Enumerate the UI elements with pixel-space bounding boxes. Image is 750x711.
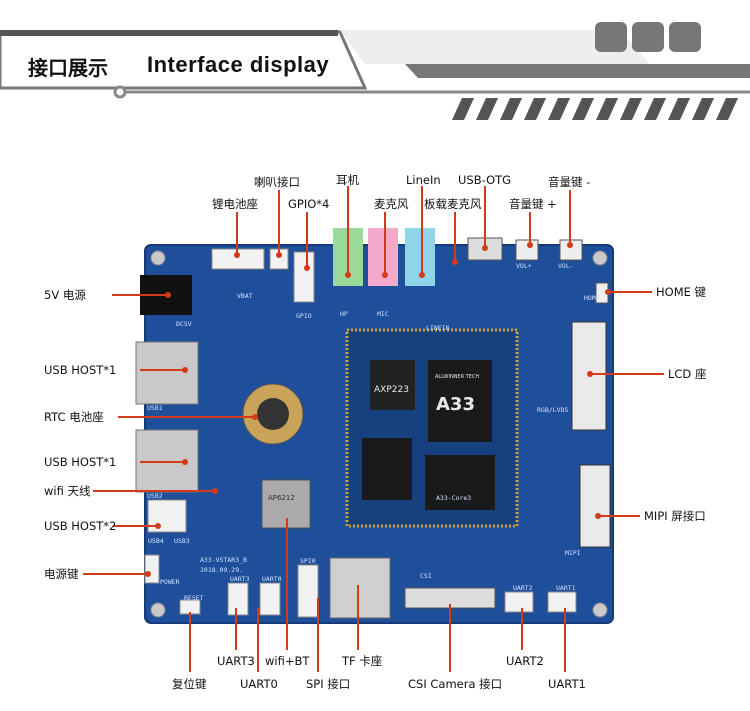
label-usb-otg: USB-OTG <box>458 173 512 187</box>
tf-card-slot <box>329 557 391 619</box>
usb-host2-connector <box>147 499 187 533</box>
silk-uart0: UART0 <box>262 575 282 583</box>
label-lcd: LCD 座 <box>668 367 707 381</box>
label-earphone: 耳机 <box>336 173 359 187</box>
uart1-connector <box>547 591 577 613</box>
label-battery: 锂电池座 <box>212 197 258 211</box>
linein-jack <box>405 228 435 286</box>
silk-date: 2018.09.29. <box>200 566 243 574</box>
silk-power: POWER <box>160 578 180 586</box>
silk-usb3: USB3 <box>174 537 190 545</box>
label-rtc: RTC 电池座 <box>44 410 104 424</box>
silk-uart2: UART2 <box>513 584 533 592</box>
label-home-key: HOME 键 <box>656 285 707 299</box>
label-gpio: GPIO*4 <box>288 197 330 211</box>
silk-dc5v: DC5V <box>176 320 192 328</box>
label-usb-host-1a: USB HOST*1 <box>44 363 117 377</box>
label-usb-host-1b: USB HOST*1 <box>44 455 117 469</box>
label-mic: 麦克风 <box>374 197 409 211</box>
chip-axp223: AXP223 <box>374 385 409 395</box>
page-title-en: Interface display <box>147 52 330 77</box>
mipi-connector <box>579 464 611 548</box>
chip-ap6212: AP6212 <box>268 494 295 502</box>
gpio-connector <box>293 251 315 303</box>
silk-rgb-lvds: RGB/LVDS <box>537 406 568 414</box>
chip-brand: ALLWINNER TECH <box>435 374 479 380</box>
label-reset: 复位键 <box>172 677 207 691</box>
silk-hp: HP <box>340 310 348 318</box>
label-wifi-bt: wifi+BT <box>265 654 310 668</box>
reset-key <box>179 599 201 615</box>
silk-home: HOME <box>584 294 600 302</box>
silk-mipi: MIPI <box>565 549 581 557</box>
silk-core: A33-Core3 <box>436 494 471 502</box>
spi-connector <box>297 564 319 618</box>
silk-linein: LINEIN <box>426 324 450 332</box>
label-uart0: UART0 <box>240 677 278 691</box>
usb-port-1 <box>135 341 199 405</box>
label-onboard-mic: 板载麦克风 <box>424 197 482 211</box>
wifi-module <box>261 479 311 529</box>
label-mipi: MIPI 屏接口 <box>644 509 706 523</box>
silk-model: A33-VSTAR3_B <box>200 556 247 564</box>
label-uart2: UART2 <box>506 654 544 668</box>
silk-vbat: VBAT <box>237 292 253 300</box>
silk-usb1: USB1 <box>147 404 163 412</box>
label-vol-plus: 音量键 + <box>509 197 557 211</box>
silk-usb2: USB2 <box>147 492 163 500</box>
power-key <box>144 554 160 584</box>
label-uart3: UART3 <box>217 654 255 668</box>
chip-a33: A33 <box>436 394 475 415</box>
label-wifi-antenna: wifi 天线 <box>44 484 91 498</box>
label-speaker: 喇叭接口 <box>254 175 300 189</box>
uart2-connector <box>504 591 534 613</box>
silk-usb4: USB4 <box>148 537 164 545</box>
label-power-key: 电源键 <box>44 567 79 581</box>
silk-reset: RESET <box>184 594 204 602</box>
silk-uart1: UART1 <box>556 584 576 592</box>
mic-jack <box>368 228 398 286</box>
vol-plus-key <box>515 239 539 261</box>
core-module <box>345 328 519 528</box>
uart3-connector <box>227 582 249 616</box>
uart0-connector <box>259 582 281 616</box>
label-linein: LineIn <box>406 173 441 187</box>
label-usb-host-2: USB HOST*2 <box>44 519 117 533</box>
silk-mic: MIC <box>377 310 389 318</box>
label-vol-minus: 音量键 - <box>548 175 591 189</box>
silk-vol-minus: VOL- <box>558 262 574 270</box>
silk-gpio: GPIO <box>296 312 312 320</box>
label-5v-power: 5V 电源 <box>44 288 86 302</box>
silk-uart3: UART3 <box>230 575 250 583</box>
label-spi: SPI 接口 <box>306 677 351 691</box>
callout-lines <box>83 186 664 672</box>
header-decoration <box>0 22 750 120</box>
label-uart1: UART1 <box>548 677 586 691</box>
silk-csi: CSI <box>420 572 432 580</box>
silk-spi0: SPI0 <box>300 557 316 565</box>
label-tf: TF 卡座 <box>342 654 383 668</box>
silk-vol-plus: VOL+ <box>516 262 532 270</box>
page-title-cn: 接口展示 <box>28 56 108 80</box>
label-csi: CSI Camera 接口 <box>408 677 503 691</box>
